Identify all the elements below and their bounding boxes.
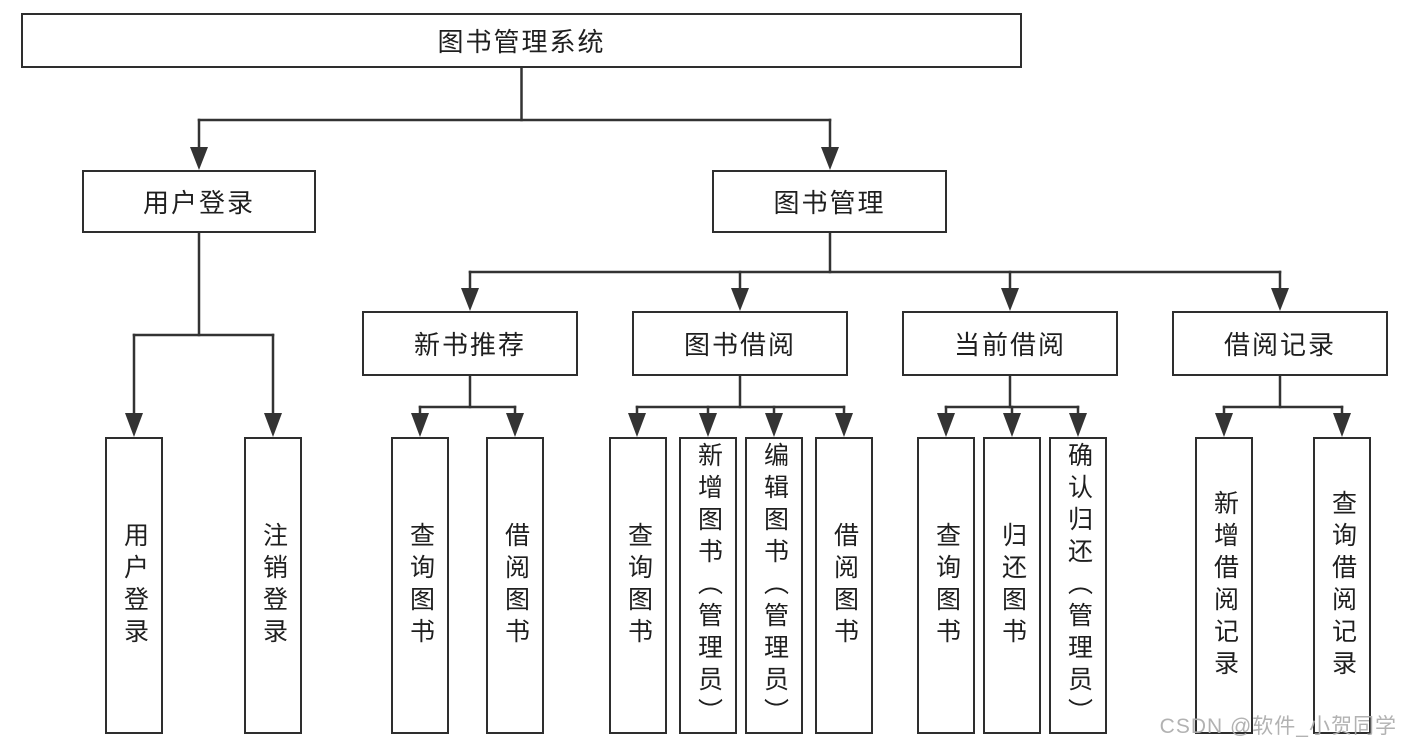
node-book-borrowing: 图书借阅 xyxy=(632,311,848,376)
leaf-user-login-label: 用户登录 xyxy=(120,521,149,650)
leaf-logout: 注销登录 xyxy=(244,437,302,734)
connector-bookmgmt-to-level3 xyxy=(461,231,1289,311)
node-book-borrowing-label: 图书借阅 xyxy=(683,330,796,360)
connector-records-to-leaves xyxy=(1215,374,1351,437)
node-root-label: 图书管理系统 xyxy=(437,27,606,57)
node-user-login: 用户登录 xyxy=(82,170,316,233)
node-borrow-records-label: 借阅记录 xyxy=(1223,330,1336,360)
leaf-borrowing-add-admin: 新增图书（管理员） xyxy=(679,437,737,734)
leaf-user-login: 用户登录 xyxy=(105,437,163,734)
leaf-borrowing-query-label: 查询图书 xyxy=(624,521,653,650)
leaf-records-add-label: 新增借阅记录 xyxy=(1210,489,1239,682)
leaf-current-return: 归还图书 xyxy=(983,437,1041,734)
leaf-records-add: 新增借阅记录 xyxy=(1195,437,1253,734)
leaf-newbooks-borrow: 借阅图书 xyxy=(486,437,544,734)
node-borrow-records: 借阅记录 xyxy=(1172,311,1388,376)
node-current-borrowing: 当前借阅 xyxy=(902,311,1118,376)
node-current-borrowing-label: 当前借阅 xyxy=(953,330,1066,360)
leaf-current-return-label: 归还图书 xyxy=(998,521,1027,650)
node-new-book-recommend-label: 新书推荐 xyxy=(413,330,526,360)
leaf-borrowing-edit-admin: 编辑图书（管理员） xyxy=(745,437,803,734)
leaf-newbooks-query-label: 查询图书 xyxy=(406,521,435,650)
csdn-watermark: CSDN @软件_小贺同学 xyxy=(1159,715,1397,738)
leaf-newbooks-query: 查询图书 xyxy=(391,437,449,734)
leaf-current-query-label: 查询图书 xyxy=(932,521,961,650)
node-new-book-recommend: 新书推荐 xyxy=(362,311,578,376)
leaf-borrowing-borrow-label: 借阅图书 xyxy=(830,521,859,650)
leaf-current-confirm-admin-label: 确认归还（管理员） xyxy=(1064,441,1093,730)
node-root: 图书管理系统 xyxy=(21,13,1022,68)
connector-current-to-leaves xyxy=(937,374,1087,437)
node-book-management-label: 图书管理 xyxy=(773,188,886,218)
leaf-current-confirm-admin: 确认归还（管理员） xyxy=(1049,437,1107,734)
node-book-management: 图书管理 xyxy=(712,170,947,233)
node-user-login-label: 用户登录 xyxy=(142,188,255,218)
leaf-records-query: 查询借阅记录 xyxy=(1313,437,1371,734)
connector-newbooks-to-leaves xyxy=(411,374,524,437)
connector-userlogin-to-leaves xyxy=(125,231,282,437)
leaf-borrowing-borrow: 借阅图书 xyxy=(815,437,873,734)
leaf-newbooks-borrow-label: 借阅图书 xyxy=(501,521,530,650)
leaf-borrowing-query: 查询图书 xyxy=(609,437,667,734)
leaf-records-query-label: 查询借阅记录 xyxy=(1328,489,1357,682)
leaf-logout-label: 注销登录 xyxy=(259,521,288,650)
leaf-current-query: 查询图书 xyxy=(917,437,975,734)
leaf-borrowing-edit-admin-label: 编辑图书（管理员） xyxy=(760,441,789,730)
connector-root-to-level2 xyxy=(190,66,839,170)
leaf-borrowing-add-admin-label: 新增图书（管理员） xyxy=(694,441,723,730)
connector-borrowing-to-leaves xyxy=(628,374,853,437)
